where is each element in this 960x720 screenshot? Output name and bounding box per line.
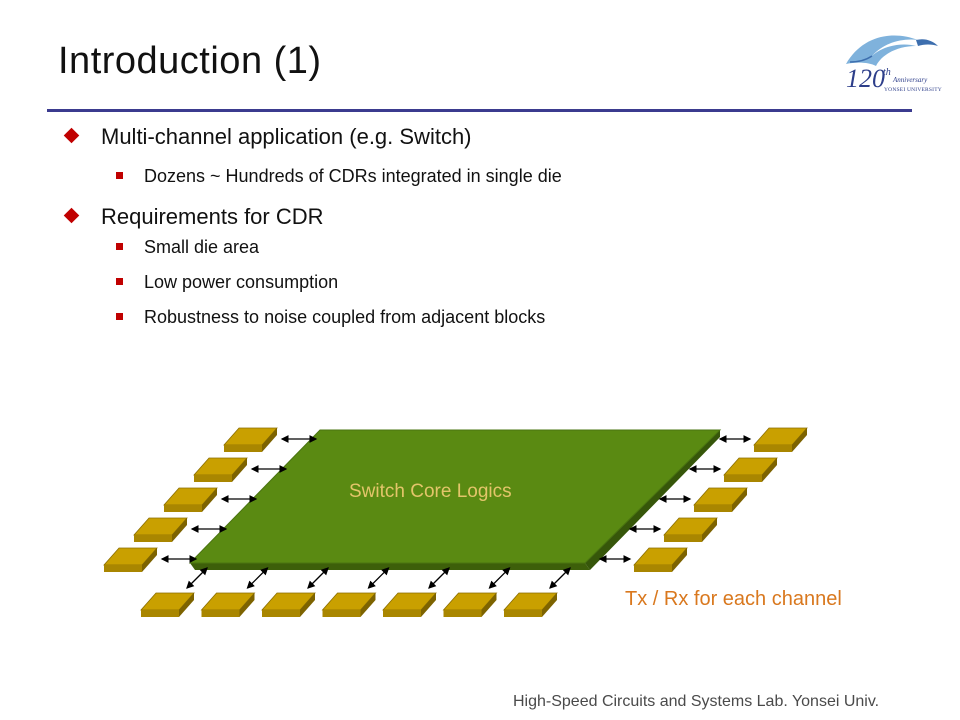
bottom-channel-pad — [321, 592, 377, 617]
bottom-channel-arrow — [428, 567, 450, 589]
logo-university: YONSEI UNIVERSITY — [884, 87, 942, 93]
slide-title: Introduction (1) — [58, 40, 322, 82]
square-bullet-icon — [116, 313, 123, 320]
sub-bullet-2-1: Small die area — [116, 237, 259, 258]
channel-arrows — [160, 435, 752, 589]
university-logo-icon — [846, 35, 938, 66]
core-logic-plate — [188, 429, 722, 570]
bullet-2-text: Requirements for CDR — [101, 204, 324, 229]
left-channel-pads — [103, 427, 278, 572]
bullet-2: Requirements for CDR — [63, 204, 324, 230]
bottom-channel-pad — [140, 592, 195, 617]
right-channel-pads — [633, 427, 808, 572]
bottom-channel-arrow — [246, 567, 269, 589]
bottom-channel-pad — [261, 592, 316, 617]
bottom-channel-arrow — [186, 567, 208, 589]
bottom-channel-pad — [382, 592, 437, 617]
sub-bullet-2-2-text: Low power consumption — [144, 272, 339, 292]
bullet-1: Multi-channel application (e.g. Switch) — [63, 124, 472, 150]
title-divider — [47, 109, 912, 112]
right-channel-pad — [693, 487, 748, 512]
right-channel-pad — [633, 547, 688, 572]
sub-bullet-2-3-text: Robustness to noise coupled from adjacen… — [144, 307, 546, 327]
sub-bullet-2-1-text: Small die area — [144, 237, 260, 257]
left-channel-pad — [193, 457, 248, 482]
bullet-1-text: Multi-channel application (e.g. Switch) — [101, 124, 472, 149]
left-channel-pad — [163, 487, 218, 512]
right-channel-pad — [753, 427, 808, 452]
sub-bullet-1-1-text: Dozens ~ Hundreds of CDRs integrated in … — [144, 166, 562, 186]
logo-anniversary: Anniversary — [893, 76, 928, 84]
bottom-channel-arrow — [488, 567, 511, 589]
bottom-channel-pad — [200, 592, 256, 617]
left-channel-pad — [133, 517, 188, 542]
square-bullet-icon — [116, 243, 123, 250]
bottom-channel-arrow — [549, 567, 571, 589]
bottom-channel-pad — [442, 592, 498, 617]
core-logic-label: Switch Core Logics — [349, 481, 512, 502]
bottom-channel-arrow — [367, 567, 390, 589]
left-channel-pad — [223, 427, 278, 452]
channel-label: Tx / Rx for each channel — [625, 588, 842, 610]
bottom-channel-pad — [503, 592, 558, 617]
logo-superscript: th — [883, 67, 891, 78]
right-channel-pad — [663, 517, 718, 542]
bottom-channel-arrow — [307, 567, 329, 589]
logo-number: 120 — [846, 64, 885, 93]
square-bullet-icon — [116, 278, 123, 285]
right-channel-pad — [723, 457, 778, 482]
sub-bullet-2-3: Robustness to noise coupled from adjacen… — [116, 307, 545, 328]
square-bullet-icon — [116, 172, 123, 179]
bottom-channel-pads — [140, 592, 558, 617]
sub-bullet-2-2: Low power consumption — [116, 272, 338, 293]
left-channel-pad — [103, 547, 158, 572]
footer: High-Speed Circuits and Systems Lab. Yon… — [513, 693, 880, 710]
sub-bullet-1-1: Dozens ~ Hundreds of CDRs integrated in … — [116, 166, 562, 187]
